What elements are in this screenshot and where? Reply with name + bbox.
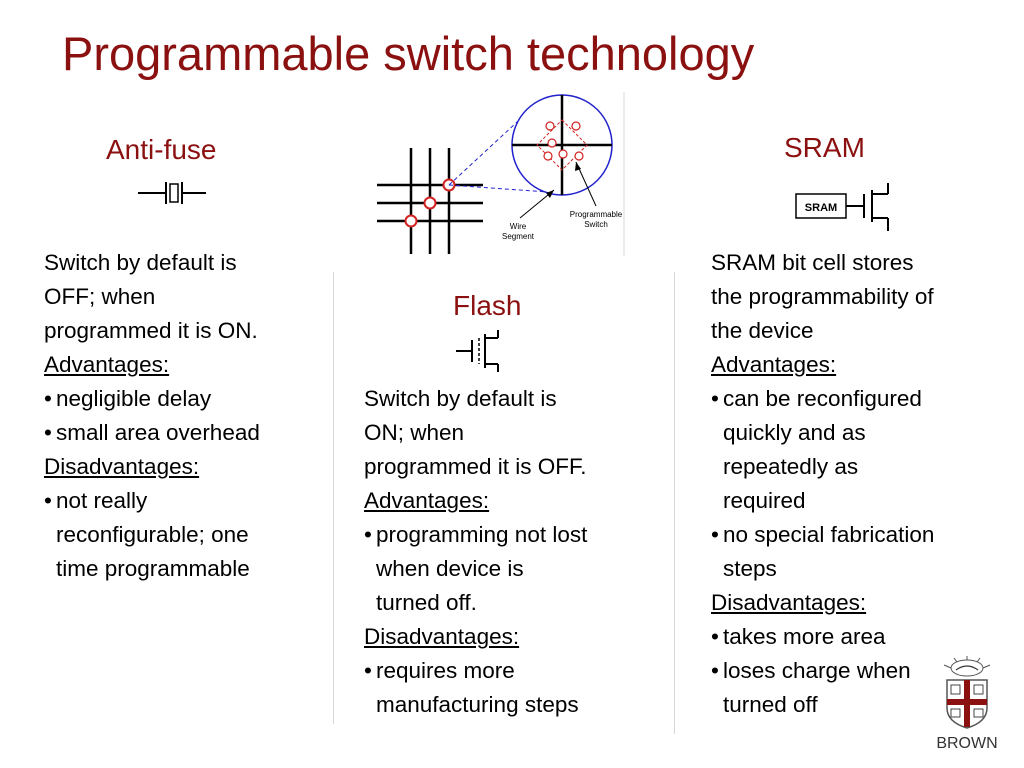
sram-advantages-label: Advantages: xyxy=(711,352,837,377)
flash-transistor-symbol xyxy=(456,330,499,372)
brown-university-logo: BROWN xyxy=(936,656,998,752)
switch-label-line2: Switch xyxy=(584,220,608,229)
antifuse-symbol xyxy=(138,182,206,204)
flash-advantages-label: Advantages: xyxy=(364,488,490,513)
slide-title: Programmable switch technology xyxy=(62,27,755,80)
sram-line: the device xyxy=(711,318,814,343)
flash-line: programmed it is OFF. xyxy=(364,454,587,479)
flash-heading: Flash xyxy=(453,290,522,321)
sram-heading: SRAM xyxy=(784,132,865,163)
sram-description: SRAM bit cell stores the programmability… xyxy=(711,246,1011,722)
antifuse-advantage-item: •small area overhead xyxy=(44,420,260,445)
column-divider-right xyxy=(674,272,675,734)
column-divider-left xyxy=(333,272,334,724)
flash-line: Switch by default is xyxy=(364,386,557,411)
sram-box-label: SRAM xyxy=(805,202,837,214)
antifuse-description: Switch by default is OFF; when programme… xyxy=(44,246,334,586)
antifuse-line: OFF; when xyxy=(44,284,156,309)
antifuse-heading: Anti-fuse xyxy=(106,134,217,165)
switch-label-line1: Programmable xyxy=(570,210,623,219)
sram-line: SRAM bit cell stores xyxy=(711,250,914,275)
flash-disadvantages-label: Disadvantages: xyxy=(364,624,520,649)
sram-disadvantage-item: •takes more area xyxy=(711,624,886,649)
antifuse-advantage-item: •negligible delay xyxy=(44,386,212,411)
sram-cell-symbol: SRAM xyxy=(795,183,889,231)
programmable-switch-diagram: Wire Segment Programmable Switch xyxy=(377,92,625,256)
sram-disadvantages-label: Disadvantages: xyxy=(711,590,867,615)
antifuse-line: Switch by default is xyxy=(44,250,237,275)
flash-line: ON; when xyxy=(364,420,465,445)
wire-label-line2: Segment xyxy=(502,232,535,241)
brown-logo-text: BROWN xyxy=(936,735,997,752)
antifuse-disadvantages-label: Disadvantages: xyxy=(44,454,200,479)
wire-label-line1: Wire xyxy=(510,222,527,231)
antifuse-advantages-label: Advantages: xyxy=(44,352,170,377)
antifuse-line: programmed it is ON. xyxy=(44,318,258,343)
flash-description: Switch by default is ON; when programmed… xyxy=(364,382,664,722)
sram-line: the programmability of xyxy=(711,284,934,309)
